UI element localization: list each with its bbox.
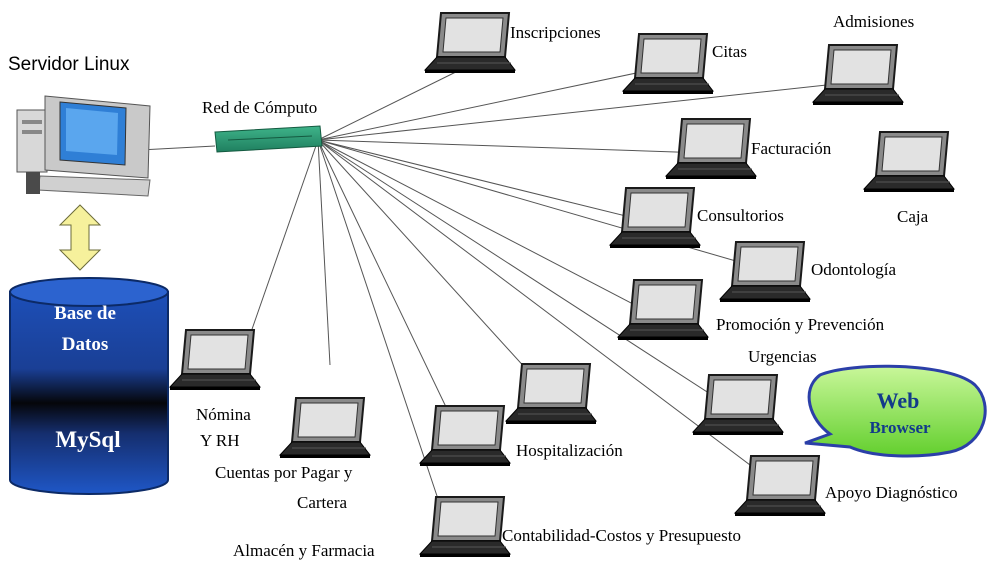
laptop-icon-citas [622,33,714,95]
server-computer-icon [16,95,151,197]
label-almacen: Almacén y Farmacia [233,541,375,560]
laptop-icon-promocion [617,279,709,341]
web-browser-bubble [804,364,987,458]
database-cylinder [9,277,169,495]
network-label: Red de Cómputo [202,98,317,117]
label-caja: Caja [897,207,929,226]
label-odontologia: Odontología [811,260,896,279]
laptop-icon-nomina [169,329,261,391]
laptop-icon-cuentas [279,397,371,459]
label-apoyo: Apoyo Diagnóstico [825,483,958,502]
laptop-icon-almacen [419,496,511,558]
laptop-icon-admisiones [812,44,904,106]
database-label-line1: Base de [54,303,116,324]
laptop-icon-caja [863,131,955,193]
laptop-icon-facturacion [665,118,757,180]
laptop-icon-apoyo [734,455,826,517]
label-nomina-line1: Nómina [196,405,251,424]
label-facturacion: Facturación [751,139,832,158]
laptop-icon-odontologia [719,241,811,303]
server-title: Servidor Linux [8,54,130,75]
web-bubble-line1: Web [877,388,920,413]
label-hospitalizacion: Hospitalización [516,441,623,460]
laptop-icon-inscripciones [424,12,516,74]
label-inscripciones: Inscripciones [510,23,601,42]
label-cuentas-line1: Cuentas por Pagar y [215,463,353,482]
label-admisiones: Admisiones [833,12,914,31]
laptop-icon-urgencias [692,374,784,436]
label-citas: Citas [712,42,747,61]
laptop-icon-hospitalizacion-2 [419,405,511,467]
double-arrow-icon [58,204,102,271]
label-nomina-line2: Y RH [200,431,240,450]
laptop-icon-consultorios [609,187,701,249]
label-contabilidad: Contabilidad-Costos y Presupuesto [502,526,741,545]
connection-lines [139,64,846,506]
web-bubble-line2: Browser [869,418,931,437]
database-label-line2: Datos [62,334,108,355]
label-urgencias: Urgencias [748,347,817,366]
label-cuentas-line2: Cartera [297,493,347,512]
label-promocion: Promoción y Prevención [716,315,885,334]
laptop-icon-hospitalizacion [505,363,597,425]
database-engine-label: MySql [55,427,120,452]
label-consultorios: Consultorios [697,206,784,225]
network-hub-icon [214,125,323,153]
